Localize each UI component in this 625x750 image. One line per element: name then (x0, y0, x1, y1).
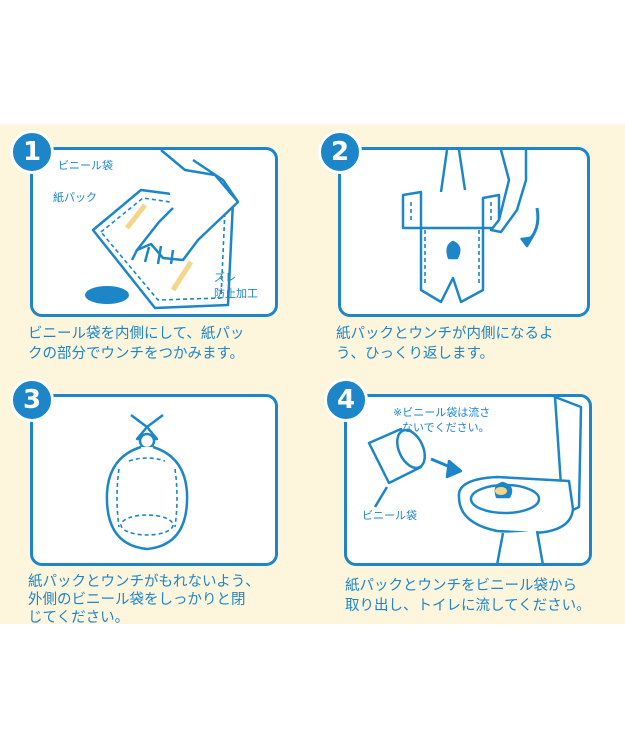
step-3-caption-line-2: 外側のビニール袋をしっかりと閉 (28, 592, 246, 608)
step-3-caption-line-1: 紙パックとウンチがもれないよう、 (28, 574, 260, 590)
label-plastic-bag: ビニール袋 (58, 159, 113, 172)
note-line-2: ないでください。 (402, 421, 490, 434)
step-3-caption-line-3: じてください。 (28, 610, 130, 626)
step-1-badge: 1 (10, 130, 54, 174)
tied-bag-icon (105, 414, 189, 551)
flip-bag-icon (401, 150, 540, 304)
hand-in-bag-icon (85, 150, 240, 310)
toilet-icon (367, 397, 583, 563)
step-4-caption-line-1: 紙パックとウンチをビニール袋から (345, 578, 577, 594)
step-1-caption-line-2: クの部分でウンチをつかみます。 (28, 346, 245, 362)
label-anti-slip-1: ズレ (214, 271, 236, 284)
label-anti-slip-2: 防止加工 (214, 287, 258, 300)
note-line-1: ※ビニール袋は流さ (393, 406, 491, 419)
step-1-caption-line-1: ビニール袋を内側にして、紙パッ (28, 326, 245, 342)
step-4-caption-line-2: 取り出し、トイレに流してください。 (345, 598, 591, 614)
step-4-frame (344, 394, 592, 566)
step-2-caption-line-1: 紙パックとウンチが内側になるよ (336, 326, 554, 342)
label-paper-pack: 紙パック (53, 191, 97, 204)
step-2-caption-line-2: う、ひっくり返します。 (336, 346, 495, 362)
step-2-badge: 2 (318, 130, 362, 174)
step-2-frame (338, 147, 590, 317)
step-1-frame (30, 147, 278, 317)
step-3-badge: 3 (10, 378, 54, 422)
label-plastic-bag-4: ビニール袋 (362, 509, 417, 522)
step-3-frame (30, 394, 278, 566)
step-4-badge: 4 (324, 378, 368, 422)
